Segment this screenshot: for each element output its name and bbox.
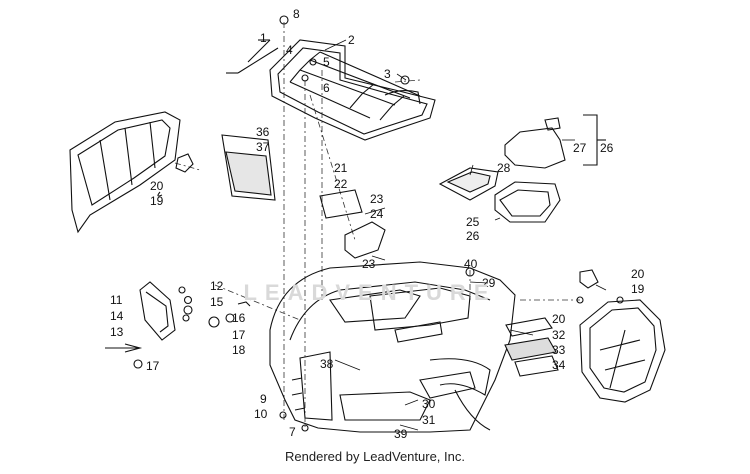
tray-lid (438, 167, 499, 201)
callout: 4 (286, 43, 293, 57)
callout: 17 (146, 359, 160, 373)
decal-panel-left (221, 134, 276, 201)
callout: 5 (323, 55, 330, 69)
callout: 14 (110, 309, 124, 323)
callout: 39 (394, 427, 408, 441)
left-side-panel (69, 111, 181, 234)
callout: 34 (552, 358, 566, 372)
callout: 21 (334, 161, 348, 175)
callout: 31 (422, 413, 436, 427)
callout: 1 (260, 31, 267, 45)
callout: 10 (254, 407, 268, 421)
front-rack (269, 39, 436, 141)
callout: 27 (573, 141, 587, 155)
callout: 19 (150, 194, 164, 208)
access-cover (504, 127, 566, 169)
callout: 24 (370, 207, 384, 221)
callout: 28 (497, 161, 511, 175)
callout: 22 (334, 177, 348, 191)
right-side-panel (579, 299, 666, 403)
callout: 8 (293, 7, 300, 21)
callout: 17 (232, 328, 246, 342)
callout: 25 (466, 215, 480, 229)
callout: 32 (552, 328, 566, 342)
storage-tray (494, 181, 561, 223)
front-body (269, 261, 516, 433)
screw-boss (175, 153, 194, 173)
callout: 2 (348, 33, 355, 47)
callout: 40 (464, 257, 478, 271)
callout: 7 (289, 425, 296, 439)
callout: 26 (466, 229, 480, 243)
bracket-27 (583, 114, 598, 166)
callout: 30 (422, 397, 436, 411)
callout: 20 (150, 179, 164, 193)
callout: 11 (110, 293, 123, 307)
callout: 19 (631, 282, 645, 296)
callout: 20 (631, 267, 645, 281)
arcticcat-decal (394, 321, 443, 343)
headlight-group (105, 281, 251, 369)
screw-boss-right (579, 269, 599, 289)
callout: 3 (384, 67, 391, 81)
callout: 20 (552, 312, 566, 326)
callout: 6 (323, 81, 330, 95)
callout: 13 (110, 325, 124, 339)
bracket-24 (344, 221, 386, 259)
callout: 23 (362, 257, 376, 271)
callout: 23 (370, 192, 384, 206)
callout: 18 (232, 343, 246, 357)
watermark: LEADVENTURE (243, 280, 497, 305)
footer-credit: Rendered by LeadVenture, Inc. (285, 449, 465, 464)
callout: 37 (256, 140, 270, 154)
callout: 16 (232, 311, 246, 325)
callout: 9 (260, 392, 267, 406)
callout: 12 (210, 279, 224, 293)
callout-numbers: 8 1 2 4 5 3 6 36 37 20 19 21 22 23 24 23… (110, 7, 645, 441)
callout: 29 (482, 276, 496, 290)
callout: 36 (256, 125, 270, 139)
callout: 38 (320, 357, 334, 371)
callout: 15 (210, 295, 224, 309)
callout: 33 (552, 343, 566, 357)
callout: 26 (600, 141, 614, 155)
access-plate (319, 189, 363, 219)
